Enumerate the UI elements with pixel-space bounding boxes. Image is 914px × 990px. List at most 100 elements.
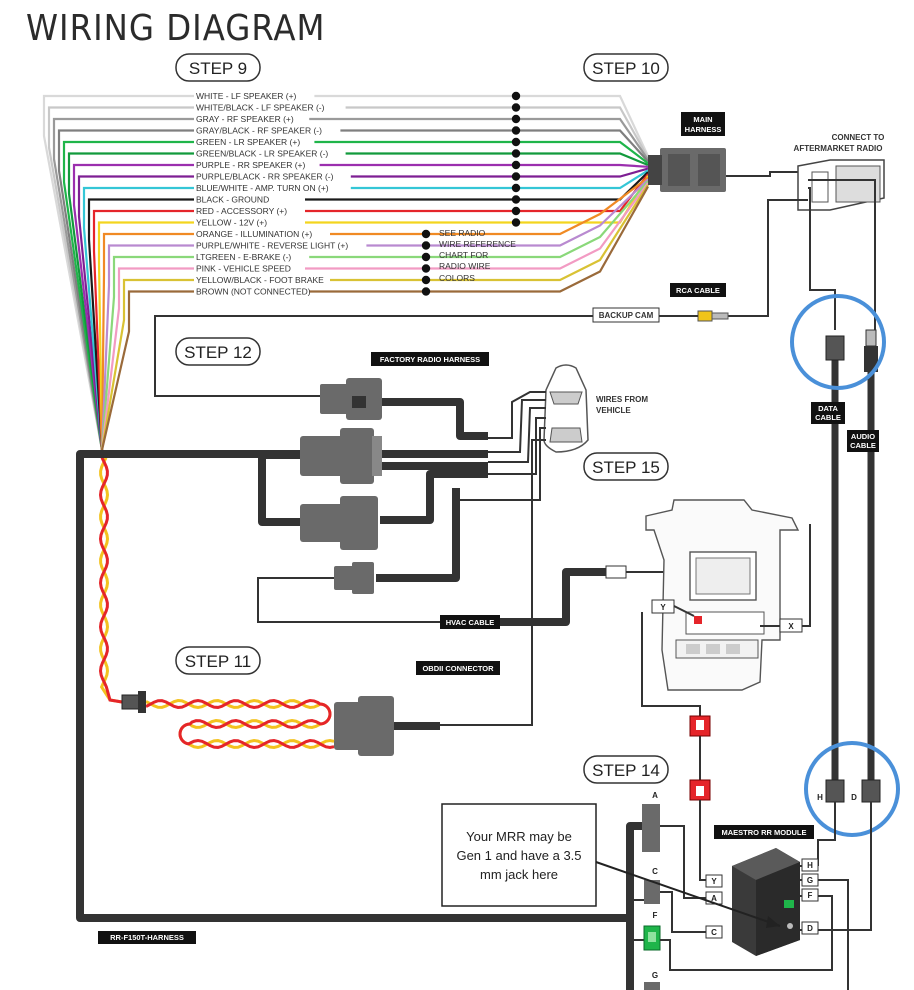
svg-text:Y: Y (711, 877, 717, 886)
harness-loop (258, 451, 300, 526)
vehicle-harness-plug-1 (300, 428, 382, 484)
svg-text:OBDII CONNECTOR: OBDII CONNECTOR (422, 664, 494, 673)
main-harness-cable (76, 450, 612, 922)
wire-16 (100, 278, 195, 451)
wire-run-3 (305, 129, 649, 163)
svg-text:AFTERMARKET RADIO: AFTERMARKET RADIO (794, 144, 883, 153)
highlight-circle-top (790, 294, 886, 390)
svg-text:C: C (711, 928, 717, 937)
harness-to-radio-line (726, 171, 798, 177)
f-connector (643, 925, 661, 951)
audio-jack-top (864, 329, 878, 372)
highlight-circle-bottom (804, 741, 900, 837)
wire-label: WHITE - LF SPEAKER (+) (196, 91, 297, 101)
svg-text:STEP 15: STEP 15 (592, 458, 660, 477)
svg-text:AUDIO: AUDIO (851, 432, 875, 441)
audio-cable-label: AUDIO CABLE (847, 430, 879, 452)
wire-11 (97, 221, 195, 451)
svg-text:mm jack here: mm jack here (480, 867, 558, 882)
twisted-strand (145, 698, 335, 750)
step-12-label: STEP 12 (175, 337, 261, 366)
wire-run-7 (305, 167, 649, 178)
wire-run-14 (305, 180, 649, 259)
wire-run-10 (305, 173, 649, 213)
wire-label-bg (194, 136, 315, 148)
factory-harness-plug (320, 378, 382, 420)
svg-text:COLORS: COLORS (439, 273, 475, 283)
vehicle-icon (543, 364, 589, 453)
svg-text:FACTORY RADIO HARNESS: FACTORY RADIO HARNESS (380, 355, 480, 364)
wire-label: GRAY - RF SPEAKER (+) (196, 114, 294, 124)
wire-terminal-dot (511, 218, 521, 227)
g-cable (612, 914, 634, 990)
x-wire (802, 524, 811, 627)
svg-text:WIRE REFERENCE: WIRE REFERENCE (439, 239, 516, 249)
y-wire (641, 612, 701, 716)
svg-text:A: A (652, 791, 658, 800)
factory-harness-cable-4 (380, 470, 488, 524)
wire-run-15 (305, 182, 649, 270)
wire-label-bg (194, 182, 351, 194)
wire-run-1 (305, 106, 649, 159)
wire-3 (57, 129, 195, 451)
wire-1 (47, 106, 195, 451)
wire-label-bg (194, 286, 310, 297)
note-callout: Your MRR may be Gen 1 and have a 3.5 mm … (441, 803, 781, 928)
svg-text:DATA: DATA (818, 404, 838, 413)
rr-harness-label: RR-F150T-HARNESS (98, 931, 196, 944)
hvac-plug-wire (626, 571, 665, 588)
twisted-strand (98, 454, 123, 704)
data-cable-line (808, 187, 836, 330)
twisted-strand (145, 698, 335, 750)
wire-label-bg (194, 113, 310, 125)
wire-15 (100, 267, 195, 451)
backup-cam-line (154, 315, 698, 397)
wire-label-bg (194, 205, 299, 217)
hvac-plug (605, 565, 627, 579)
wire-terminal-dot (511, 126, 521, 135)
wire-terminal-dot (511, 195, 521, 204)
wire-run-16 (305, 184, 649, 282)
svg-text:MAIN: MAIN (693, 115, 712, 124)
svg-text:H: H (817, 793, 823, 802)
svg-text:F: F (653, 911, 658, 920)
svg-text:SEE RADIO: SEE RADIO (439, 228, 486, 238)
wire-label-bg (194, 125, 341, 136)
c-to-module (660, 891, 706, 933)
c-connector (644, 880, 660, 904)
wire-terminal-dot (511, 149, 521, 158)
wire-12 (100, 232, 195, 451)
wire-label: LTGREEN - E-BRAKE (-) (196, 252, 291, 262)
wire-terminal-dot (511, 103, 521, 112)
a-to-module (660, 825, 706, 899)
wire-label-bg (194, 274, 330, 286)
svg-text:RCA CABLE: RCA CABLE (676, 286, 720, 295)
rca-cable-label: RCA CABLE (670, 283, 726, 297)
hvac-loop (376, 488, 460, 582)
step-14-label: STEP 14 (583, 755, 669, 784)
page-title: WIRING DIAGRAM (26, 8, 325, 49)
vehicle-harness-plug-2 (300, 496, 378, 550)
svg-text:Y: Y (660, 603, 666, 612)
wire-terminal-dot (511, 206, 521, 216)
svg-text:STEP 9: STEP 9 (189, 59, 247, 78)
wire-label: WHITE/BLACK - LF SPEAKER (-) (196, 103, 325, 113)
wire-run-8 (305, 169, 649, 190)
wire-4 (62, 140, 195, 451)
wire-label-bg (194, 102, 346, 113)
wire-label-bg (194, 90, 315, 102)
wire-9 (87, 198, 195, 451)
hvac-wire (257, 577, 440, 623)
wire-terminal-dot (511, 160, 521, 170)
wire-label: BROWN (NOT CONNECTED) (196, 287, 311, 297)
wire-6 (72, 163, 195, 451)
g-connector (644, 982, 660, 990)
y-pointer (673, 605, 695, 617)
wire-terminal-dot (511, 172, 521, 181)
h-line (817, 802, 836, 866)
svg-text:CABLE: CABLE (850, 441, 876, 450)
wire-run-0 (305, 94, 649, 157)
wire-run-6 (305, 163, 649, 168)
aftermarket-radio: CONNECT TO AFTERMARKET RADIO (794, 133, 885, 211)
wire-run-12 (305, 176, 649, 236)
